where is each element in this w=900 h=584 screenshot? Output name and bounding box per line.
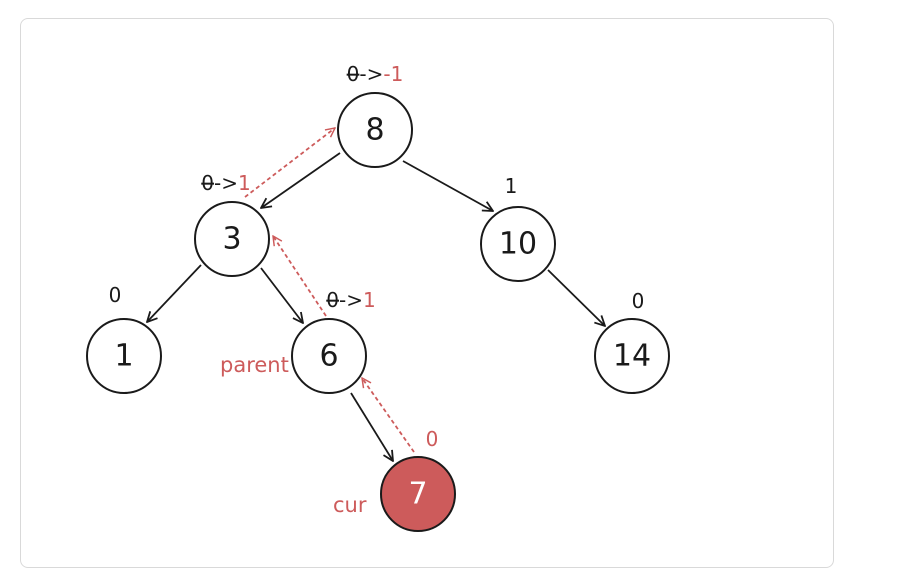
node-circle (594, 318, 670, 394)
tree-node-3: 3 (194, 201, 270, 277)
tree-node-6: 6 (291, 318, 367, 394)
tree-node-7: 7 (380, 456, 456, 532)
tree-node-1: 1 (86, 318, 162, 394)
node-value: 8 (365, 113, 384, 148)
node-circle (480, 206, 556, 282)
update-path-6-3 (273, 236, 327, 317)
edge-8-10 (402, 160, 493, 211)
edge-3-6 (260, 267, 303, 323)
update-path-3-8 (244, 128, 335, 198)
balance-factor-10: 1 (505, 174, 518, 198)
balance-factor-14: 0 (632, 289, 645, 313)
node-value: 7 (408, 477, 427, 512)
node-value: 6 (319, 339, 338, 374)
tree-node-10: 10 (480, 206, 556, 282)
cur-pointer-label: cur (333, 493, 367, 517)
balance-factor-1: 0 (109, 283, 122, 307)
balance-factor-8: 0->-1 (347, 62, 404, 86)
edge-3-1 (147, 264, 202, 322)
edge-6-7 (350, 392, 393, 461)
node-value: 3 (222, 222, 241, 257)
balance-factor-3: 0->1 (201, 171, 250, 195)
node-circle (337, 92, 413, 168)
node-circle (86, 318, 162, 394)
tree-node-14: 14 (594, 318, 670, 394)
node-circle (291, 318, 367, 394)
balance-factor-7: 0 (426, 427, 439, 451)
tree-node-8: 8 (337, 92, 413, 168)
edge-8-3 (261, 152, 341, 208)
node-value: 1 (114, 339, 133, 374)
update-path-7-6 (362, 378, 415, 453)
node-circle (380, 456, 456, 532)
parent-pointer-label: parent (220, 353, 289, 377)
node-value: 10 (499, 227, 537, 262)
node-value: 14 (613, 339, 651, 374)
balance-factor-6: 0->1 (326, 288, 375, 312)
edge-10-14 (547, 269, 605, 326)
node-circle (194, 201, 270, 277)
